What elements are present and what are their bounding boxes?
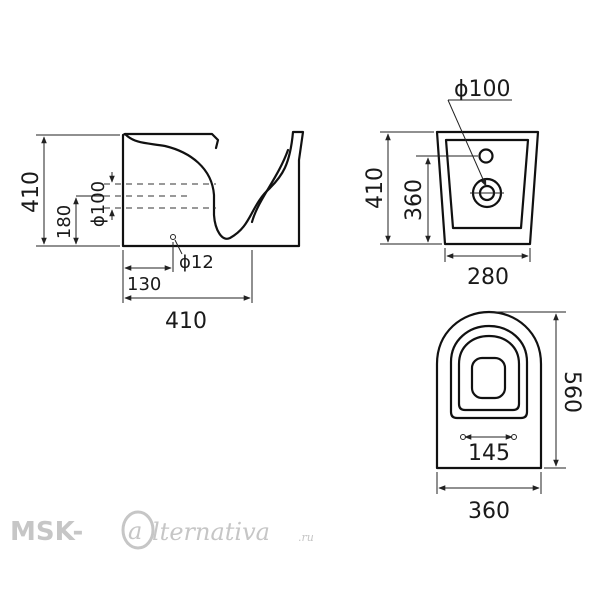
side-view-outline [121,130,305,248]
dim-side-length: 410 [165,309,207,334]
dim-side-outlet-offset: 130 [127,274,161,295]
dim-rear-outlet-height: 360 [402,179,427,221]
dim-rear-height: 410 [363,167,388,209]
dim-rear-width: 280 [467,265,509,290]
svg-text:a: a [128,517,142,545]
rear-view: ϕ100 410 360 280 [363,77,540,290]
side-view-rim [123,132,220,150]
dim-side-height: 410 [19,171,44,213]
top-view-outline [435,310,543,470]
dim-top-length: 560 [559,371,584,413]
top-view: 145 560 360 [435,310,584,524]
side-view-inlet-hole [170,234,176,240]
dim-rear-outlet-diameter: ϕ100 [454,77,511,102]
dim-top-mount-spacing: 145 [468,441,510,466]
leader-inlet [174,239,183,255]
dim-top-width: 360 [468,499,510,524]
side-view-inner-wall [250,148,290,224]
at-sign-icon: a [121,510,155,550]
watermark-logo: MSK- a lternativa .ru [10,510,314,550]
rear-view-inlet-hole [478,148,494,164]
rear-view-panel [444,138,530,230]
top-view-mount-right [511,434,517,440]
watermark-script: lternativa [152,518,270,546]
top-view-drain [470,356,507,400]
rear-view-outline [435,130,540,246]
top-view-bowl-outer [449,324,529,420]
watermark-suffix: .ru [298,531,314,544]
dim-side-outlet-diameter: ϕ100 [88,181,109,227]
dim-side-outlet-height: 180 [54,205,75,239]
top-view-bowl-inner [457,334,521,412]
dim-side-inlet-diameter: ϕ12 [179,252,214,273]
leader-rear-outlet [447,99,487,187]
watermark-prefix: MSK- [10,517,83,547]
top-view-mount-left [460,434,466,440]
side-view: 410 180 ϕ100 ϕ12 130 410 [19,130,305,334]
